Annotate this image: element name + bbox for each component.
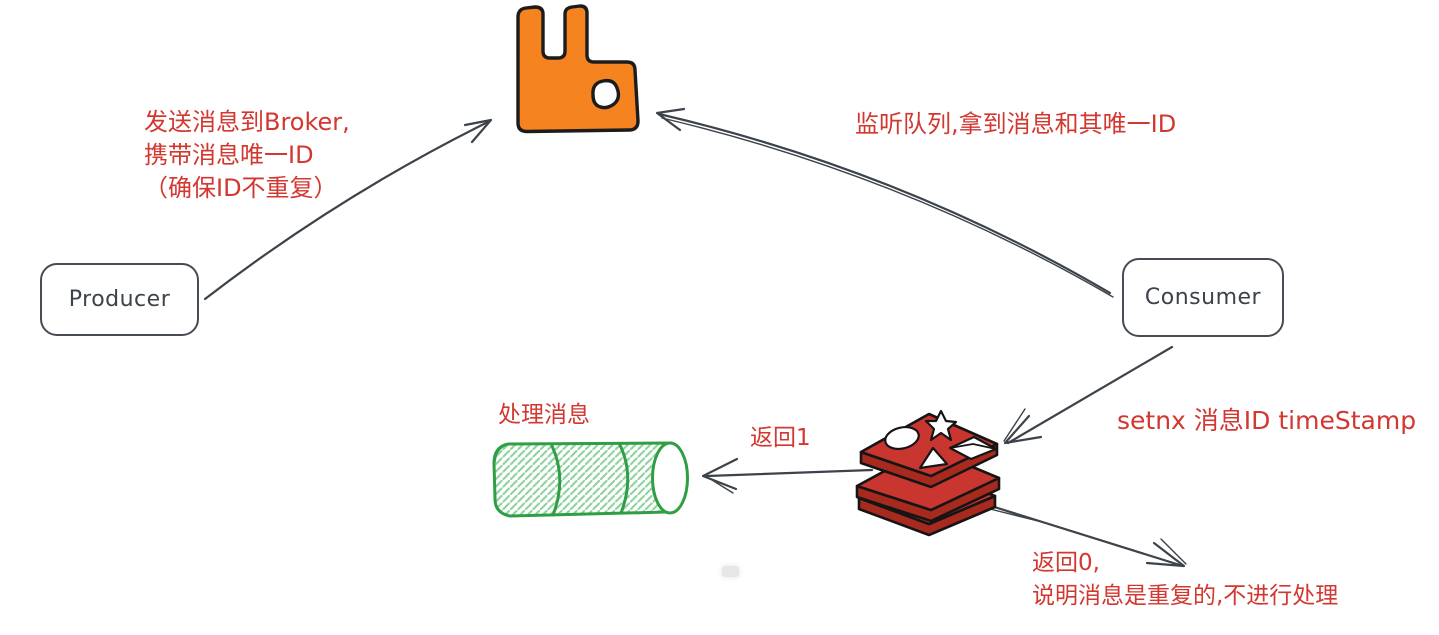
annotation-send-line2: 携带消息唯一ID (144, 141, 314, 169)
arrow-consumer-to-broker (655, 107, 1114, 298)
annotation-process-message: 处理消息 (498, 402, 590, 428)
annotation-send-line1: 发送消息到Broker, (144, 108, 350, 136)
consumer-label: Consumer (1144, 285, 1262, 310)
arrow-redis-return-zero (986, 503, 1187, 568)
producer-label: Producer (68, 287, 171, 312)
annotation-send-to-broker: 发送消息到Broker, 携带消息唯一ID （确保ID不重复） (144, 106, 350, 205)
annotation-return-zero-line2: 说明消息是重复的,不进行处理 (1032, 583, 1339, 609)
annotation-setnx-command: setnx 消息ID timeStamp (1117, 406, 1417, 435)
annotation-send-line3: （确保ID不重复） (144, 174, 338, 202)
annotation-return-zero: 返回0, 说明消息是重复的,不进行处理 (1032, 547, 1338, 613)
arrow-redis-to-pipeline (701, 457, 874, 494)
consumer-node: Consumer (1122, 258, 1284, 337)
pipeline-cylinder-icon (492, 441, 689, 518)
arrow-producer-to-broker (203, 118, 493, 301)
producer-node: Producer (40, 263, 199, 336)
arrow-consumer-to-redis (1003, 345, 1174, 445)
rabbitmq-icon (516, 4, 640, 134)
annotation-listen-queue: 监听队列,拿到消息和其唯一ID (855, 110, 1177, 138)
cursor-artifact (722, 566, 739, 577)
redis-icon (855, 409, 1001, 537)
annotation-return-one: 返回1 (750, 425, 811, 451)
annotation-return-zero-line1: 返回0, (1032, 550, 1100, 576)
